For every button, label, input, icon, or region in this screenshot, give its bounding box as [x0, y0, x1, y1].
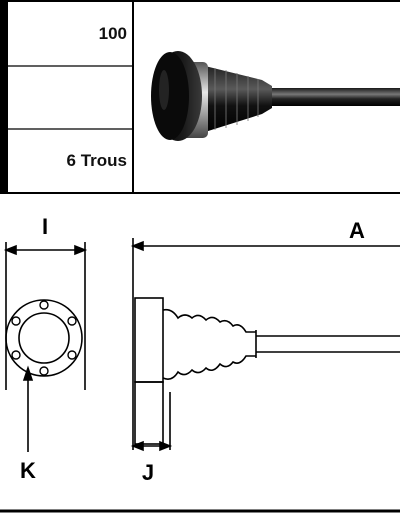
dim-label-k: K — [20, 458, 36, 483]
spec-row-value — [10, 67, 133, 129]
dim-label-a: A — [349, 218, 365, 243]
spec-table: 100 6 Trous — [0, 0, 400, 194]
technical-drawing — [3, 238, 400, 452]
dim-label-i: I — [42, 214, 48, 239]
spec-table-grid — [8, 0, 400, 194]
dim-label-j: J — [142, 460, 154, 485]
table-left-bar — [0, 0, 8, 194]
spec-row-value: 100 — [98, 24, 127, 43]
driveshaft-photo — [151, 51, 400, 141]
spec-row-value: 6 Trous — [66, 151, 127, 170]
